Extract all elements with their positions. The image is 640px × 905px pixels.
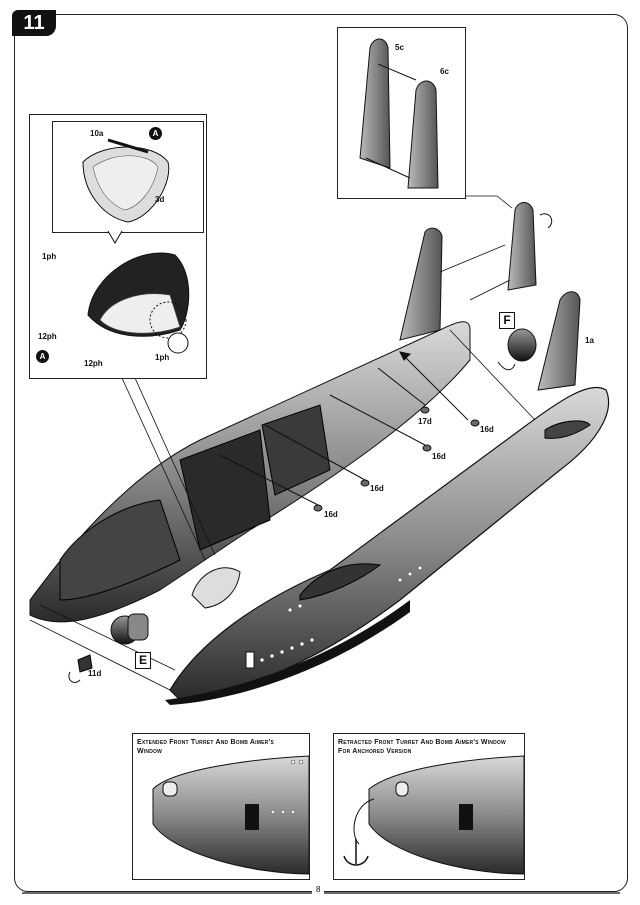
part-1a-label: 1a bbox=[585, 336, 594, 345]
part-1ph-label-2: 1ph bbox=[155, 353, 170, 362]
part-11d-label: 11d bbox=[88, 669, 102, 678]
part-17d-label: 17d bbox=[418, 417, 432, 426]
part-16d-label: 16d bbox=[480, 425, 494, 434]
inset-tail-fins bbox=[337, 27, 466, 199]
inset-canopy bbox=[29, 114, 207, 379]
turret-e-letter: E bbox=[135, 652, 151, 669]
part-16d-label-2: 16d bbox=[432, 452, 446, 461]
part-16d-label-4: 16d bbox=[324, 510, 338, 519]
turret-f-letter: F bbox=[499, 312, 515, 329]
part-3d-label: 3d bbox=[155, 195, 165, 204]
marker-a-top: A bbox=[149, 127, 162, 140]
extended-turret-caption: Extended Front Turret And Bomb Aimer's W… bbox=[137, 739, 274, 755]
page-number: 8 bbox=[312, 885, 325, 894]
extended-turret-box: Extended Front Turret And Bomb Aimer's W… bbox=[132, 733, 310, 880]
retracted-turret-box: Retracted Front Turret And Bomb Aimer's … bbox=[333, 733, 525, 880]
retracted-turret-caption: Retracted Front Turret And Bomb Aimer's … bbox=[338, 739, 506, 755]
part-1ph-label: 1ph bbox=[42, 252, 57, 261]
part-12ph-label-2: 12ph bbox=[84, 359, 103, 368]
part-5c-label: 5c bbox=[395, 43, 404, 52]
part-12ph-label: 12ph bbox=[38, 332, 57, 341]
part-10a-label: 10a bbox=[90, 129, 104, 138]
part-6c-label: 6c bbox=[440, 67, 449, 76]
inset-canopy-detail bbox=[52, 121, 204, 233]
marker-a-left: A bbox=[36, 350, 49, 363]
step-number: 11 bbox=[12, 10, 56, 36]
part-16d-label-3: 16d bbox=[370, 484, 384, 493]
